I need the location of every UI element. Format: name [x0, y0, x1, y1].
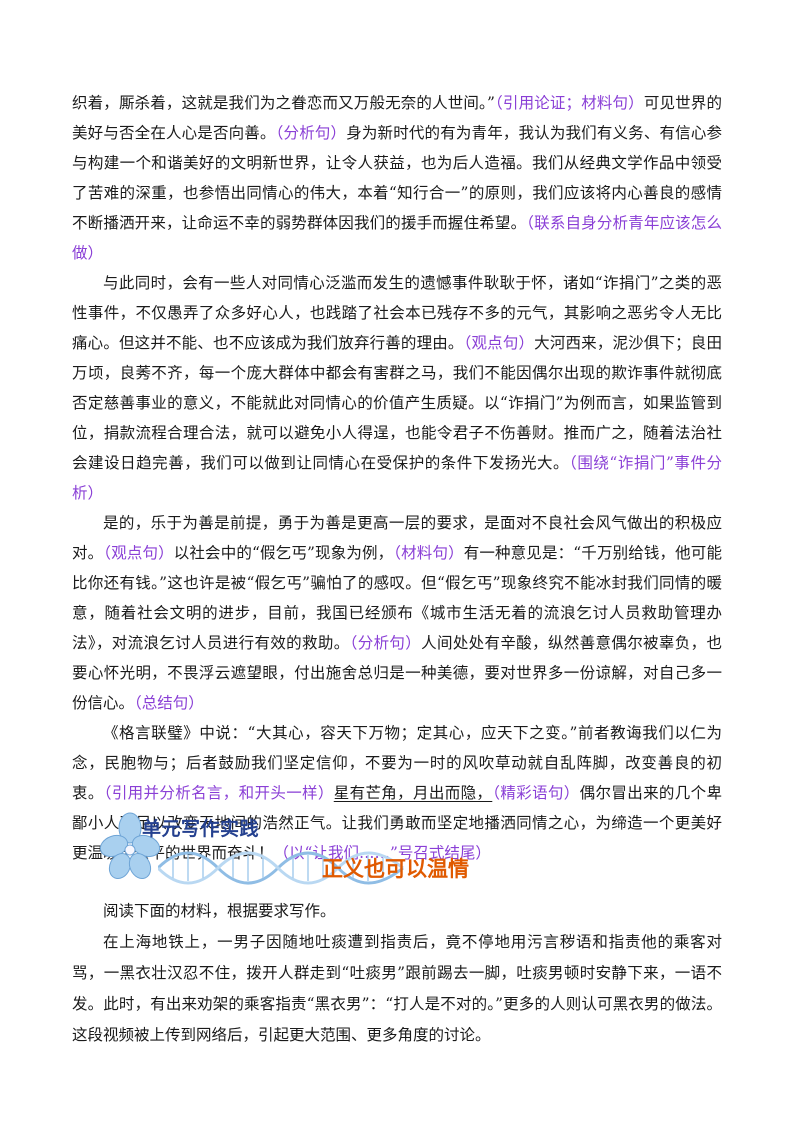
annotation-note: （观点句）: [463, 334, 535, 352]
annotation-note: （联系自身分析青年应该怎么做）: [72, 214, 722, 262]
section-banner-label: 单元写作实践: [142, 818, 260, 840]
material-body: 在上海地铁上，一男子因随地吐痰遭到指责后，竟不停地用污言秽语和指责他的乘客对骂，…: [72, 933, 722, 1044]
section-banner: 单元写作实践: [100, 812, 520, 892]
essay-body: 织着，厮杀着，这就是我们为之眷恋而又万般无奈的人世间。”（引用论证；材料句）可见…: [72, 88, 722, 868]
essay-text: 《格言联璧》中说：“大其心，容天下万物；定其心，应天下之变。”前者教诲我们以仁为…: [72, 724, 722, 802]
annotation-note: （材料句）: [393, 544, 464, 562]
annotation-note: （引用论证；材料句）: [494, 94, 644, 112]
material-instruction: 阅读下面的材料，根据要求写作。: [103, 902, 336, 920]
annotation-note: （以“让我们……”号召式结尾）: [273, 844, 491, 862]
annotation-note: （总结句）: [134, 694, 204, 712]
annotation-note: （精彩语句）: [492, 784, 580, 802]
essay-text: 以社会中的“假乞丐”现象为例，: [173, 544, 394, 562]
essay-text: 与此同时，会有一些人对同情心泛滥而发生的遗憾事件耿耿于怀，诸如“诈捐门”之类的恶…: [72, 274, 722, 352]
material-section: 阅读下面的材料，根据要求写作。 在上海地铁上，一男子因随地吐痰遭到指责后，竟不停…: [72, 896, 722, 1051]
flower-icon: [100, 812, 160, 880]
dna-helix-icon: [158, 851, 404, 885]
highlighted-sentence: 星有芒角，月出而隐，: [333, 784, 493, 802]
essay-text: 人间处处有辛酸，纵然善意偶尔被辜负，也要心怀光明，不畏浮云遮望眼，付出施舍总归是…: [72, 634, 722, 712]
essay-text: 可见世界的美好与否全在人心是否向善。: [72, 94, 722, 142]
essay-title: 正义也可以温情: [322, 857, 469, 881]
essay-text: 织着，厮杀着，这就是我们为之眷恋而又万般无奈的人世间。”: [72, 94, 495, 112]
essay-text: 身为新时代的有为青年，我认为我们有义务、有信心参与构建一个和谐美好的文明新世界，…: [72, 124, 722, 232]
annotation-note: （分析句）: [275, 124, 347, 142]
annotation-note: （分析句）: [349, 634, 422, 652]
essay-text: 大河西来，泥沙俱下；良田万顷，良莠不齐，每一个庞大群体中都会有害群之马，我们不能…: [72, 334, 722, 472]
essay-text: 是的，乐于为善是前提，勇于为善是更高一层的要求，是面对不良社会风气做出的积极应对…: [72, 514, 722, 562]
annotation-note: （围绕“诈捐门”事件分析）: [72, 454, 722, 502]
essay-paragraph: 与此同时，会有一些人对同情心泛滥而发生的遗憾事件耿耿于怀，诸如“诈捐门”之类的恶…: [72, 268, 722, 508]
annotation-note: （观点句）: [103, 544, 174, 562]
essay-text: 有一种意见是：“千万别给钱，他可能比你还有钱。”这也许是被“假乞丐”骗怕了的感叹…: [72, 544, 722, 652]
essay-paragraph: 织着，厮杀着，这就是我们为之眷恋而又万般无奈的人世间。”（引用论证；材料句）可见…: [72, 88, 722, 268]
annotation-note: （引用并分析名言，和开头一样）: [103, 784, 334, 802]
essay-paragraph: 是的，乐于为善是前提，勇于为善是更高一层的要求，是面对不良社会风气做出的积极应对…: [72, 508, 722, 718]
